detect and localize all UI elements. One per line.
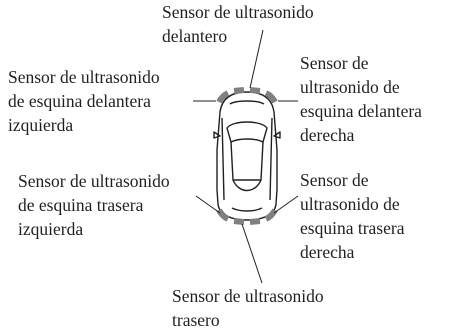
label-rr-line4: derecha [300,242,355,262]
car-right-mirror [273,131,281,139]
label-front-right-sensor: Sensor de ultrasonido de esquina delante… [300,51,422,147]
car-body [216,91,278,221]
label-front-line2: delantero [162,26,228,46]
label-front-left-sensor: Sensor de ultrasonido de esquina delante… [8,65,160,137]
leader-rear-left [195,195,221,214]
label-rr-line3: esquina trasera [300,218,405,238]
label-rear-left-sensor: Sensor de ultrasonido de esquina trasera… [18,169,170,241]
front-right-corner-sensor [264,90,278,104]
label-rr-line1: Sensor de [300,170,369,190]
rear-sensors [216,208,278,225]
label-rear-line1: Sensor de ultrasonido [172,286,324,306]
car-right-side [269,117,273,201]
label-fr-line2: ultrasonido de [300,77,400,97]
label-fr-line1: Sensor de [300,53,369,73]
front-sensor-center-right [249,87,261,94]
front-sensor-center-left [233,87,245,94]
front-left-corner-sensor [216,90,230,104]
label-rl-line1: Sensor de ultrasonido [18,171,170,191]
label-rr-line2: ultrasonido de [300,194,400,214]
label-fl-line3: izquierda [8,115,74,135]
label-fl-line2: de esquina delantera [8,91,151,111]
car-roof [230,141,264,181]
label-front-line1: Sensor de ultrasonido [162,2,314,22]
rear-sensor-center-left [233,218,245,225]
car-trunk [231,207,263,212]
car-hood [229,100,265,105]
car-left-side [221,117,225,201]
label-rl-line3: izquierda [18,219,84,239]
leader-rear [241,223,263,284]
car-left-mirror [213,131,221,139]
car-rear-window [232,179,262,192]
rear-right-corner-sensor [264,208,278,222]
car-windshield [226,121,268,143]
label-fr-line3: esquina delantera [300,101,422,121]
leader-lines [193,29,299,284]
label-rear-line2: trasero [172,310,220,330]
car-top-view [213,91,281,221]
front-sensors [216,87,278,104]
leader-front [249,29,264,89]
label-rl-line2: de esquina trasera [18,195,144,215]
label-rear-sensor: Sensor de ultrasonido trasero [172,284,324,332]
label-rear-right-sensor: Sensor de ultrasonido de esquina trasera… [300,168,404,264]
leader-rear-right [273,195,299,214]
rear-left-corner-sensor [216,208,230,222]
label-front-sensor: Sensor de ultrasonido delantero [162,0,314,48]
rear-sensor-center-right [249,218,261,225]
label-fr-line4: derecha [300,125,355,145]
label-fl-line1: Sensor de ultrasonido [8,67,160,87]
